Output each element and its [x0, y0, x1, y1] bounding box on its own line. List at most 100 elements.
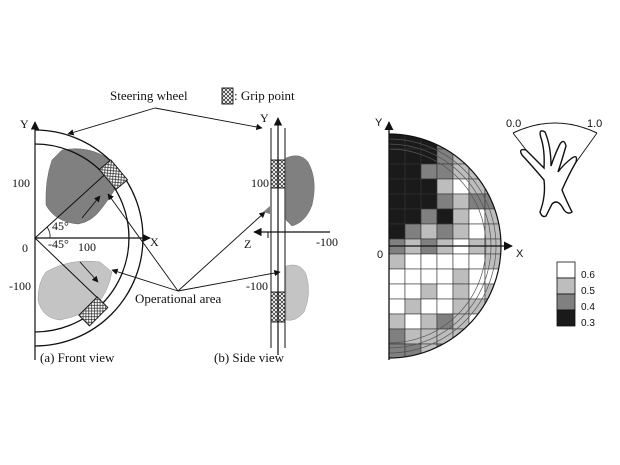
- scale-arc: [512, 122, 598, 134]
- legend-swatch: [556, 293, 576, 311]
- grid-cell: [468, 178, 486, 195]
- grid-cell: [420, 298, 438, 315]
- legend-swatch: [556, 309, 576, 327]
- grid-cell: [436, 178, 454, 195]
- front-view: Y X 100 -100 100 0 45° -45°: [9, 117, 159, 360]
- grid-cell: [452, 253, 470, 270]
- angle-minus-45-label: -45°: [48, 237, 69, 251]
- grid-cell: [436, 283, 454, 300]
- front-origin: 0: [22, 241, 28, 255]
- legend: 0.60.50.40.3: [556, 261, 595, 329]
- grid-cell: [436, 208, 454, 225]
- grid-origin: 0: [377, 249, 383, 261]
- grid-cell: [389, 134, 406, 150]
- grid-cell: [468, 134, 486, 150]
- grid-cell: [452, 193, 470, 210]
- legend-label: 0.3: [581, 318, 595, 329]
- grid-x-label: X: [516, 248, 524, 260]
- grid-cell: [420, 253, 438, 270]
- steering-wheel-label: Steering wheel: [110, 88, 188, 103]
- grid-cell: [420, 193, 438, 210]
- legend-swatch: [556, 277, 576, 295]
- front-tick-y-bottom: -100: [9, 279, 31, 293]
- grid-cell: [420, 223, 438, 240]
- operational-area-label: Operational area: [135, 291, 221, 306]
- grid-cell: [484, 148, 501, 165]
- grid-cell: [436, 298, 454, 315]
- grid-y-label: Y: [375, 117, 383, 129]
- grid-cell: [484, 163, 501, 180]
- grid-cell: [389, 193, 406, 210]
- line-45: [34, 167, 113, 239]
- grid-cell: [404, 178, 422, 195]
- grid-cell: [436, 313, 454, 330]
- grid-cell: [468, 148, 486, 165]
- grid-cell: [404, 313, 422, 330]
- hand-diagram: 0.0 1.0: [506, 118, 602, 218]
- grid-cell: [404, 298, 422, 315]
- grid-cell: [452, 283, 470, 300]
- side-tick-y-bottom: -100: [246, 279, 268, 293]
- grid-cell: [468, 328, 486, 345]
- grid-cell: [436, 268, 454, 285]
- grid-cell: [452, 268, 470, 285]
- grid-cell: [484, 298, 501, 315]
- grid-cell: [484, 134, 501, 150]
- grid-cell: [436, 223, 454, 240]
- grid-cell: [468, 193, 486, 210]
- grid-cell: [404, 223, 422, 240]
- side-tick-y-top: 100: [251, 176, 269, 190]
- grid-cell: [404, 268, 422, 285]
- grid-cell: [404, 193, 422, 210]
- grid-cell: [468, 343, 486, 358]
- front-y-label: Y: [20, 117, 29, 131]
- grid-cell: [484, 328, 501, 345]
- grid-cell: [420, 283, 438, 300]
- grid-cell: [452, 223, 470, 240]
- grid-cell: [420, 148, 438, 165]
- grid-cell: [404, 328, 422, 345]
- grid-cell: [452, 343, 470, 358]
- grip-point-upper: [98, 159, 129, 191]
- grid-cell: [436, 253, 454, 270]
- grid-cell: [436, 134, 454, 150]
- hand-value-left: 0.0: [506, 118, 521, 130]
- grid-cell: [389, 253, 406, 270]
- grip-grid-plot: Y X 0: [375, 117, 524, 360]
- grid-cell: [468, 223, 486, 240]
- grip-point-legend-icon: [221, 87, 234, 105]
- grid-cell: [404, 283, 422, 300]
- side-view: Y Z 100 -100 -100: [244, 111, 338, 355]
- grid-cell: [404, 148, 422, 165]
- legend-label: 0.5: [581, 286, 595, 297]
- grid-cell: [420, 343, 438, 358]
- grid-cell: [484, 343, 501, 358]
- grid-cell: [436, 193, 454, 210]
- grid-cell: [452, 134, 470, 150]
- front-tick-x: 100: [78, 240, 96, 254]
- legend-label: 0.4: [581, 302, 595, 313]
- grid-cell: [404, 208, 422, 225]
- grid-cell: [389, 268, 406, 285]
- grid-cell: [389, 223, 406, 240]
- grid-cell: [389, 283, 406, 300]
- side-operational-area-lower: [285, 264, 309, 321]
- side-z-label: Z: [244, 237, 251, 251]
- grid-cell: [404, 253, 422, 270]
- hand-value-right: 1.0: [587, 118, 602, 130]
- grid-cell: [389, 208, 406, 225]
- side-operational-area-upper: [285, 155, 315, 227]
- caption-front-view: (a) Front view: [40, 350, 115, 365]
- grid-cell: [389, 298, 406, 315]
- line-minus-45: [34, 237, 106, 306]
- caption-side-view: (b) Side view: [214, 350, 285, 365]
- grid-cell: [452, 208, 470, 225]
- grid-cell: [452, 163, 470, 180]
- front-tick-y-top: 100: [12, 176, 30, 190]
- grid-cell: [484, 193, 501, 210]
- hand-icon: [519, 130, 578, 218]
- grip-point-lower: [78, 296, 109, 327]
- angle-45-label: 45°: [52, 219, 69, 233]
- grid-cell: [484, 223, 501, 240]
